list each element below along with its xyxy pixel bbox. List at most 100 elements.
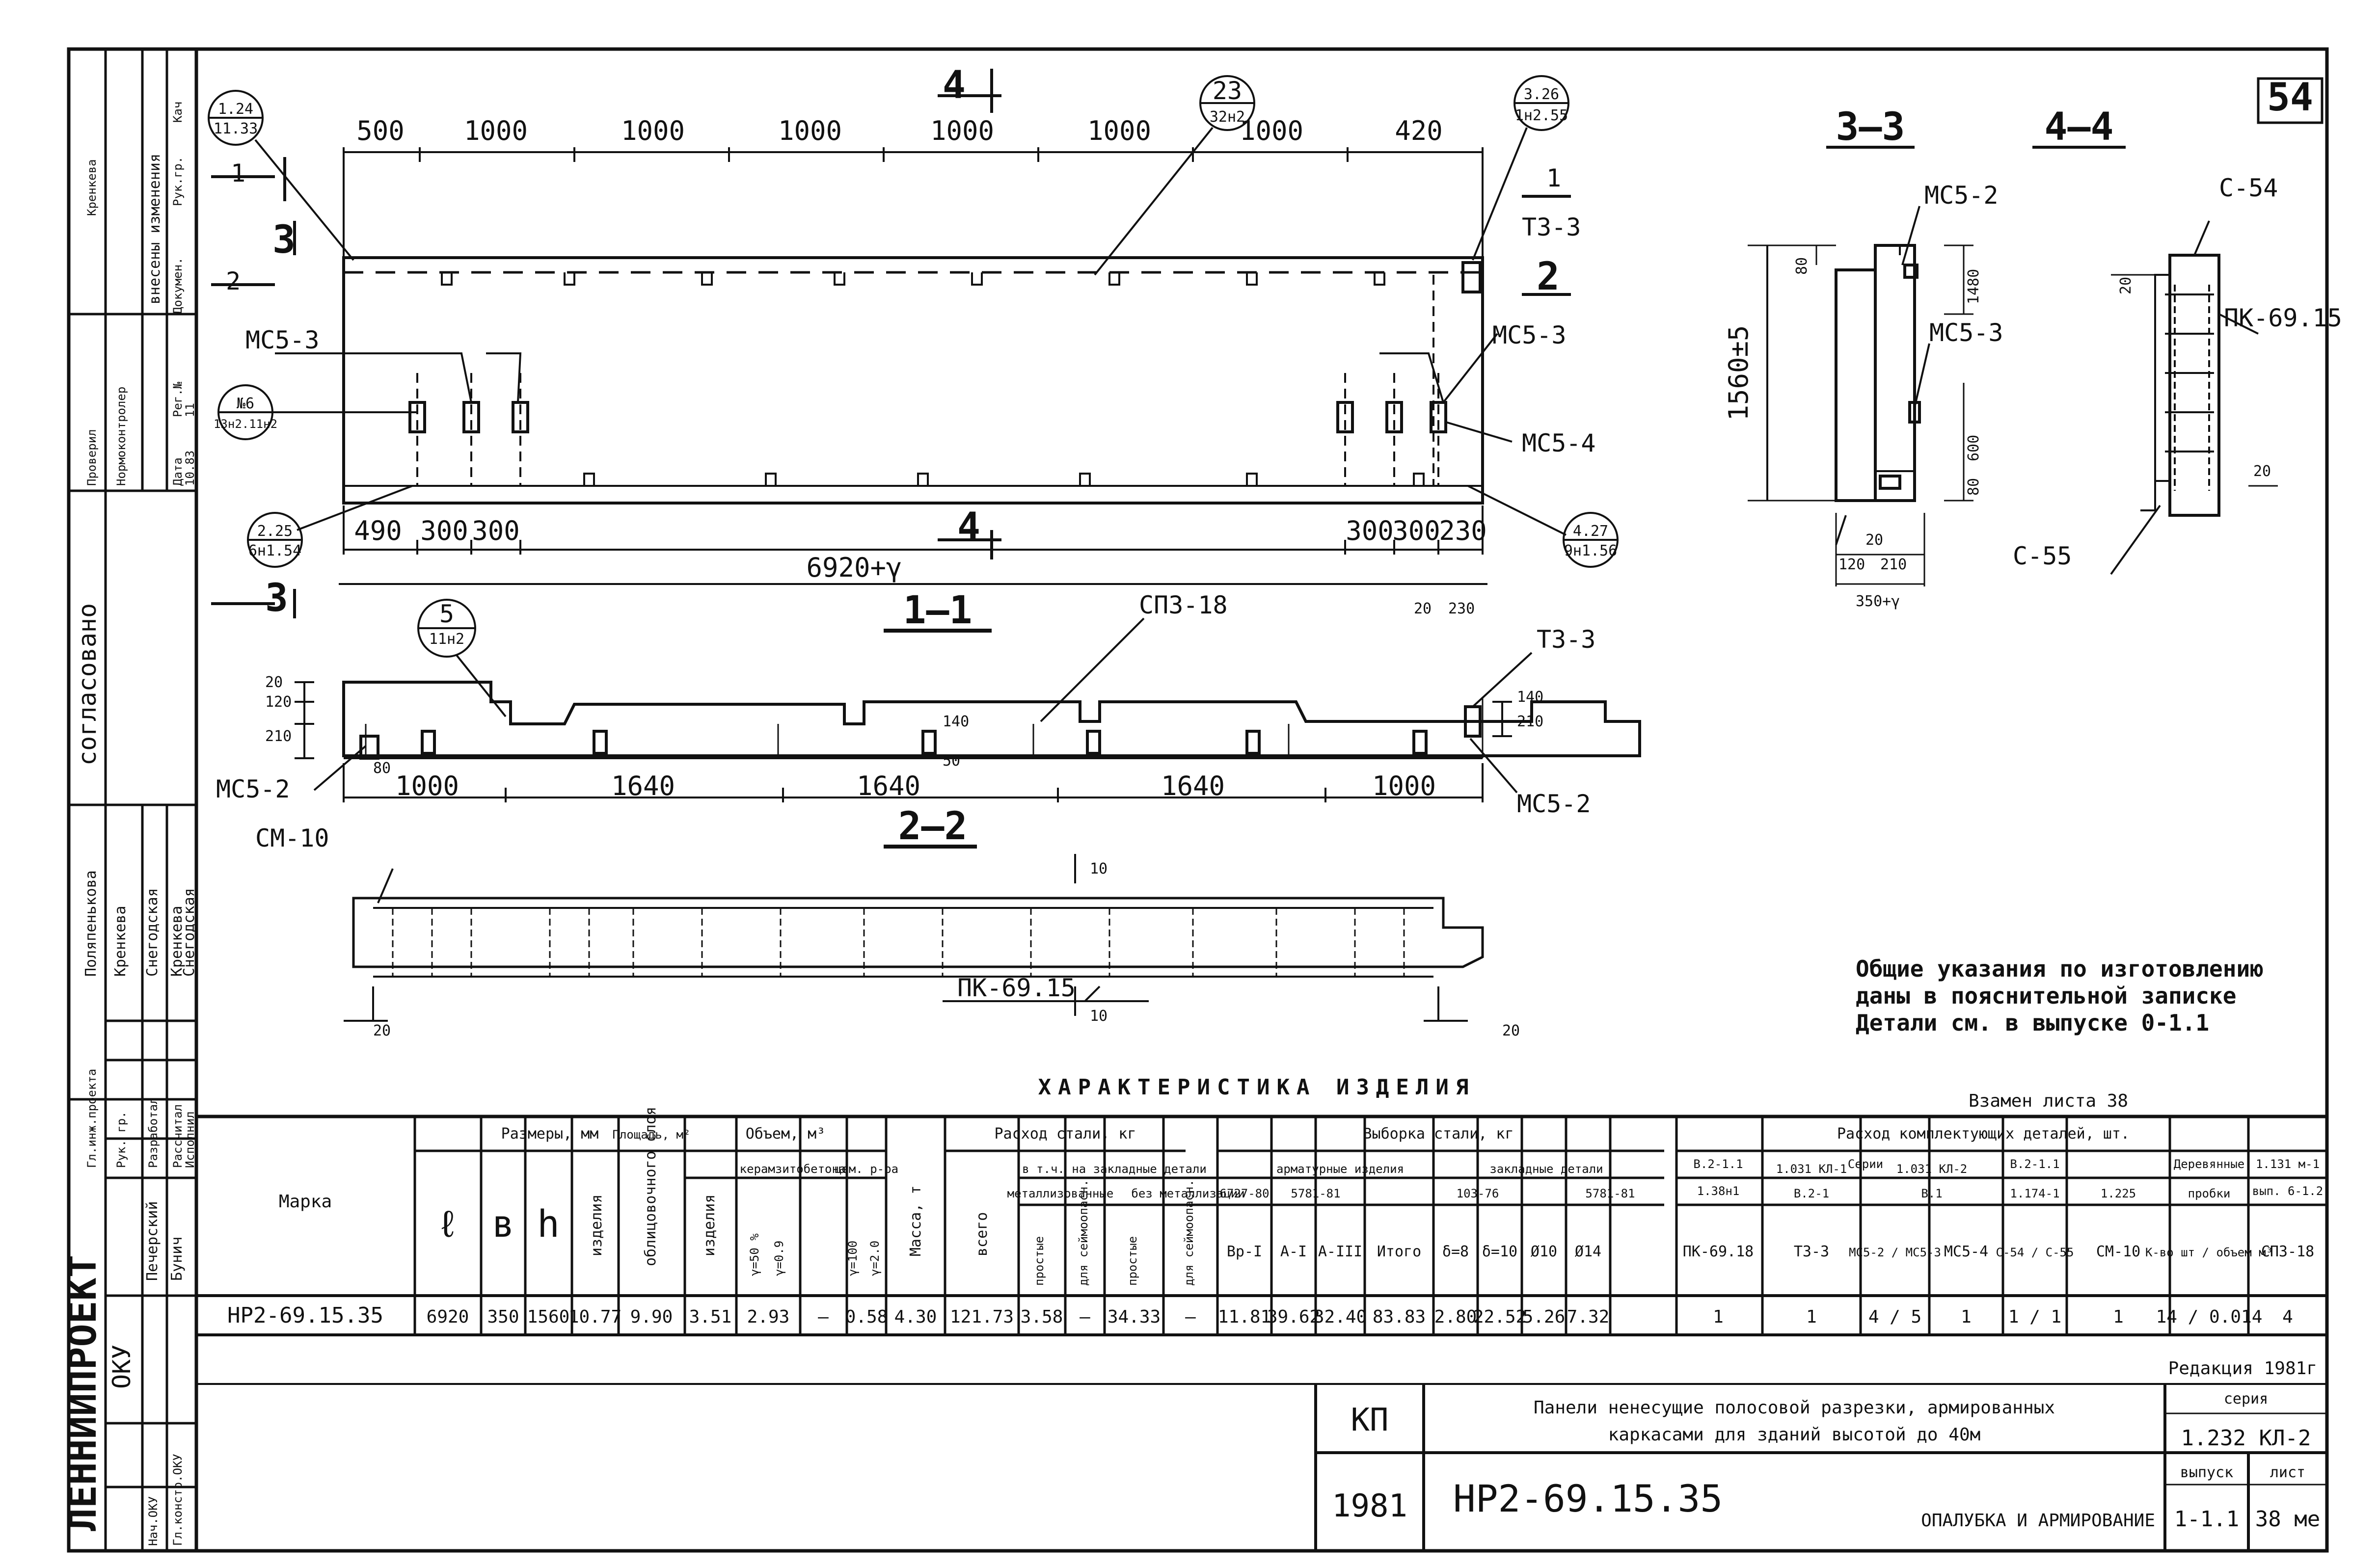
svg-text:Снегодская: Снегодская <box>181 888 198 977</box>
svg-text:Кренкева: Кренкева <box>168 906 186 977</box>
svg-text:металлизованные: металлизованные <box>1007 1187 1114 1200</box>
svg-text:1: 1 <box>2113 1307 2124 1327</box>
svg-text:ПК-69.18: ПК-69.18 <box>1683 1243 1754 1260</box>
section-2-2 <box>344 845 1484 1022</box>
svg-text:Ø10: Ø10 <box>1531 1243 1557 1260</box>
svg-text:4: 4 <box>943 63 966 107</box>
svg-text:без металлизации: без металлизации <box>1131 1187 1244 1200</box>
stamp-mark: НР2-69.15.35 <box>1453 1477 1723 1520</box>
svg-text:Расход комплектующих деталей,: Расход комплектующих деталей, шт. <box>1837 1125 2130 1143</box>
svg-text:13н2.11н2: 13н2.11н2 <box>214 417 277 431</box>
svg-text:Итого: Итого <box>1377 1243 1421 1260</box>
svg-text:11.81: 11.81 <box>1218 1307 1271 1327</box>
svg-text:К-во шт / объем м³: К-во шт / объем м³ <box>2145 1246 2273 1259</box>
svg-text:МС5-2: МС5-2 <box>1517 790 1591 818</box>
svg-text:вып. 6-1.2: вып. 6-1.2 <box>2252 1184 2324 1198</box>
stamp-sheet: 38 ме <box>2255 1507 2320 1532</box>
svg-text:НР2-69.15.35: НР2-69.15.35 <box>227 1303 383 1328</box>
svg-text:5781-81: 5781-81 <box>1585 1187 1635 1200</box>
svg-text:С-54 / С-55: С-54 / С-55 <box>1996 1246 2074 1259</box>
svg-text:3.58: 3.58 <box>1021 1307 1063 1327</box>
svg-text:32н2: 32н2 <box>1210 108 1245 126</box>
svg-text:для сеймоопасн.: для сеймоопасн. <box>1077 1179 1090 1286</box>
svg-text:Марка: Марка <box>279 1192 332 1212</box>
svg-text:210: 210 <box>1517 713 1543 730</box>
svg-text:32.40: 32.40 <box>1314 1307 1367 1327</box>
svg-text:3.51: 3.51 <box>689 1307 732 1327</box>
svg-text:МС5-4: МС5-4 <box>1522 429 1596 457</box>
svg-text:МС5-3: МС5-3 <box>1929 319 2003 347</box>
stamp-kp: КП <box>1351 1402 1388 1438</box>
svg-text:9н1.56: 9н1.56 <box>1564 542 1617 559</box>
section-1-title: 1—1 <box>903 588 973 633</box>
svg-text:Выборка стали, кг: Выборка стали, кг <box>1363 1125 1513 1143</box>
svg-text:6н1.54: 6н1.54 <box>248 542 301 559</box>
svg-text:Нач.ОКУ: Нач.ОКУ <box>146 1496 160 1546</box>
svg-text:5.26: 5.26 <box>1523 1307 1566 1327</box>
svg-text:3: 3 <box>272 218 296 262</box>
svg-text:1000: 1000 <box>1372 771 1436 801</box>
svg-text:Расход стали, кг: Расход стали, кг <box>995 1125 1136 1143</box>
svg-text:серия: серия <box>2224 1390 2268 1408</box>
svg-text:300: 300 <box>1346 515 1394 546</box>
svg-text:20: 20 <box>2253 463 2271 480</box>
section-4-4 <box>2032 146 2278 575</box>
svg-text:1000: 1000 <box>1087 115 1151 146</box>
svg-text:11н2: 11н2 <box>429 631 464 648</box>
svg-text:1000: 1000 <box>395 771 459 801</box>
page-number-box <box>2257 77 2324 124</box>
svg-text:Снегодская: Снегодская <box>144 888 161 977</box>
stamp-title-2: каркасами для зданий высотой до 40м <box>1608 1425 1981 1445</box>
section-3-3 <box>1748 146 1973 586</box>
svg-text:цем. р-ра: цем. р-ра <box>835 1162 898 1176</box>
svg-text:103-76: 103-76 <box>1457 1187 1499 1200</box>
svg-text:Площадь, м²: Площадь, м² <box>613 1128 691 1142</box>
svg-text:120: 120 <box>265 693 292 711</box>
svg-text:простые: простые <box>1126 1236 1139 1286</box>
svg-text:1000: 1000 <box>1240 115 1303 146</box>
svg-text:6920+γ: 6920+γ <box>806 552 902 583</box>
svg-text:10.83: 10.83 <box>183 451 197 486</box>
svg-text:—: — <box>1080 1307 1090 1327</box>
svg-text:4: 4 <box>2282 1307 2293 1327</box>
svg-text:6920: 6920 <box>427 1307 469 1327</box>
section-4-title: 4—4 <box>2045 105 2114 149</box>
stamp-series: 1.232 КЛ-2 <box>2181 1426 2311 1451</box>
svg-text:1.38н1: 1.38н1 <box>1697 1184 1740 1198</box>
svg-text:1000: 1000 <box>621 115 685 146</box>
svg-text:230: 230 <box>1448 600 1475 617</box>
svg-text:№6: №6 <box>237 395 254 412</box>
svg-text:1.24: 1.24 <box>218 101 253 118</box>
svg-text:h: h <box>537 1202 560 1246</box>
svg-text:ОКУ: ОКУ <box>108 1345 136 1389</box>
svg-text:1.031 КЛ-1: 1.031 КЛ-1 <box>1776 1162 1847 1176</box>
svg-text:1.031 КЛ-2: 1.031 КЛ-2 <box>1896 1162 1968 1176</box>
svg-text:ТЗ-3: ТЗ-3 <box>1794 1243 1829 1260</box>
svg-text:300: 300 <box>420 515 468 546</box>
svg-text:облицовочного слоя: облицовочного слоя <box>642 1107 659 1266</box>
characteristics-table <box>196 1115 2327 1385</box>
svg-text:39.62: 39.62 <box>1267 1307 1320 1327</box>
svg-text:Рук.гр.: Рук.гр. <box>171 157 185 206</box>
svg-text:500: 500 <box>356 115 405 146</box>
svg-text:МС5-2: МС5-2 <box>1924 181 1999 210</box>
svg-text:в: в <box>492 1202 514 1246</box>
svg-text:20: 20 <box>265 674 283 691</box>
svg-text:δ=10: δ=10 <box>1482 1243 1517 1260</box>
table-row: НР2-69.15.35 6920 350 1560 10.77 9.90 3.… <box>227 1303 2293 1328</box>
section-1-1 <box>295 629 1641 802</box>
stamp-subtitle: ОПАЛУБКА И АРМИРОВАНИЕ <box>1921 1511 2155 1531</box>
svg-text:14 / 0.014: 14 / 0.014 <box>2156 1307 2263 1327</box>
svg-text:A-III: A-III <box>1318 1243 1362 1260</box>
svg-text:γ=0.9: γ=0.9 <box>772 1241 786 1276</box>
svg-text:3.26: 3.26 <box>1524 86 1559 103</box>
svg-text:выпуск: выпуск <box>2180 1464 2233 1481</box>
svg-text:для сеймоопасн.: для сеймоопасн. <box>1182 1179 1196 1286</box>
svg-text:121.73: 121.73 <box>950 1307 1014 1327</box>
svg-text:140: 140 <box>943 713 969 730</box>
svg-text:1 / 1: 1 / 1 <box>2008 1307 2061 1327</box>
svg-text:Вр-I: Вр-I <box>1227 1243 1262 1260</box>
svg-text:внесены изменения: внесены изменения <box>146 154 163 304</box>
